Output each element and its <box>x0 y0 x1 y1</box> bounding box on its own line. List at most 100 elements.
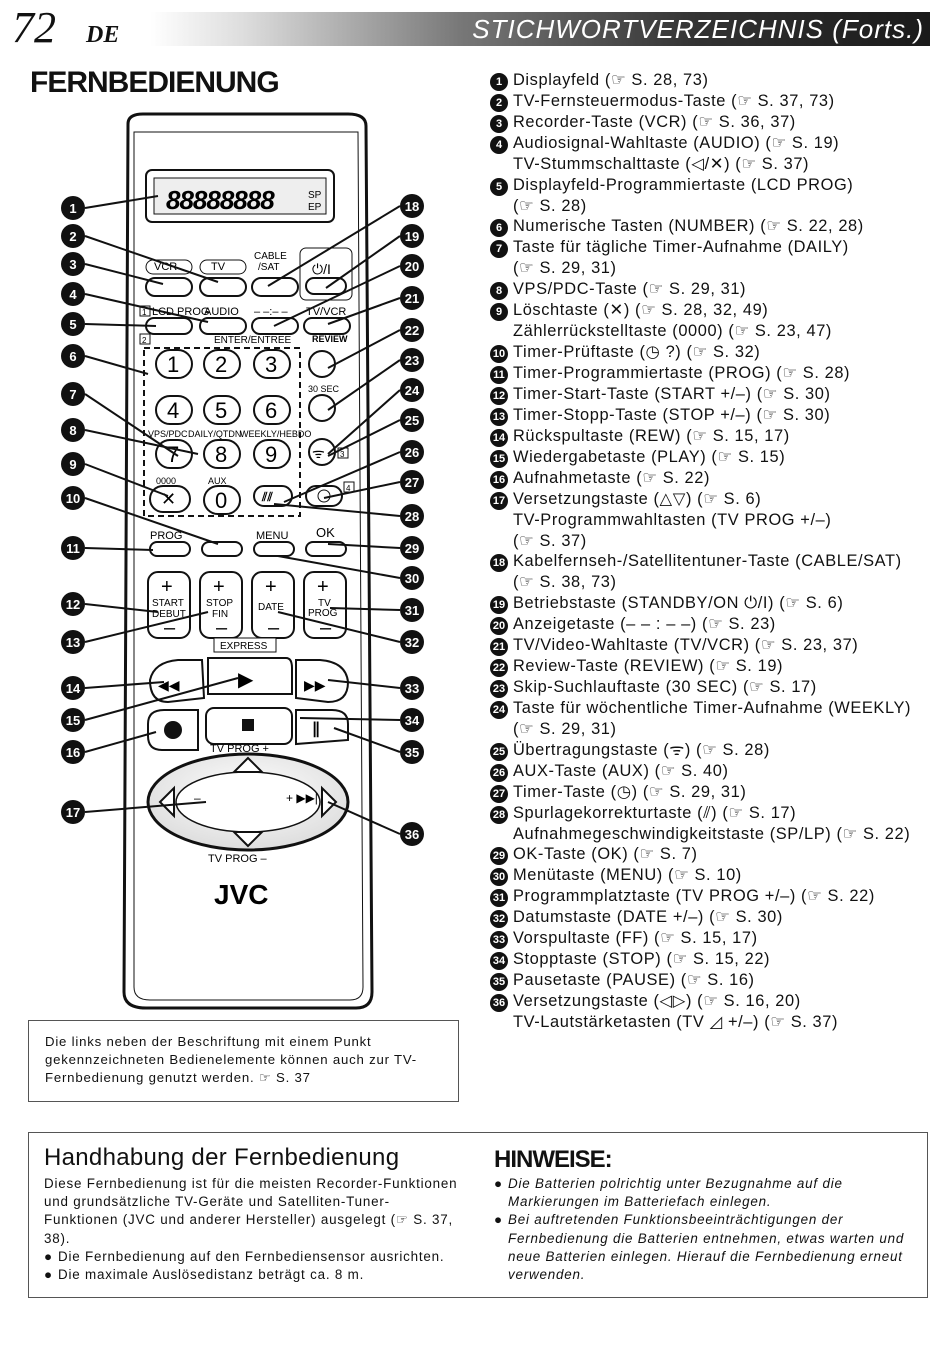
callout-badge <box>61 382 85 406</box>
number-key-5[interactable] <box>203 395 241 425</box>
callout-line <box>327 329 401 369</box>
index-number: 15 <box>490 447 513 468</box>
menu-button[interactable] <box>253 541 295 557</box>
callout-number: 16 <box>66 745 80 760</box>
index-item-continuation: (☞ S. 38, 73) <box>513 573 617 592</box>
aux-label: AUX <box>208 476 227 486</box>
callout-number: 9 <box>69 457 76 472</box>
index-text: OK-Taste (OK) (☞ S. 7) <box>513 845 698 864</box>
tv-prog-rocker[interactable]: +– TV PROG <box>303 571 347 639</box>
number-key-3[interactable] <box>253 349 291 379</box>
index-text: Displayfeld-Programmiertaste (LCD PROG) <box>513 175 854 194</box>
number-key-4[interactable] <box>155 395 193 425</box>
number-key-label: 9 <box>265 442 277 467</box>
index-text: Betriebstaste (STANDBY/ON ⏻/I) (☞ S. 6) <box>513 593 844 612</box>
down-arrow-icon[interactable] <box>231 831 265 848</box>
page-language: DE <box>86 22 120 48</box>
index-text: Stopptaste (STOP) (☞ S. 15, 22) <box>513 950 771 969</box>
callout-line <box>283 451 401 503</box>
callout-number: 21 <box>405 291 419 306</box>
callout-number: 14 <box>66 681 81 696</box>
skip-button[interactable] <box>308 394 336 422</box>
index-text: Timer-Programmiertaste (PROG) (☞ S. 28) <box>513 363 851 382</box>
tv-vcr-button[interactable] <box>303 317 351 335</box>
number-key-2[interactable] <box>203 349 241 379</box>
index-number-badge: 34 <box>490 952 508 971</box>
number-key-0[interactable] <box>203 485 241 515</box>
date-rocker[interactable]: +– DATE <box>251 571 295 639</box>
audio-button[interactable] <box>199 317 247 335</box>
timer-button[interactable] <box>305 485 343 507</box>
callout-badge <box>400 194 424 218</box>
display-digits: 88888888 <box>166 185 275 215</box>
callout-line <box>84 463 169 497</box>
index-number-badge: 5 <box>490 177 508 196</box>
callout-line <box>327 297 401 325</box>
callout-number: 20 <box>405 259 419 274</box>
callout-badge <box>400 378 424 402</box>
cable-sat-button[interactable] <box>251 277 299 297</box>
index-number: 27 <box>490 782 513 803</box>
index-number-badge: 2 <box>490 94 508 112</box>
index-number: 21 <box>490 635 513 656</box>
index-text: Versetzungstaste (△▽) (☞ S. 6) <box>513 489 762 508</box>
start-rocker[interactable]: +– START DEBUT <box>147 571 191 639</box>
index-number-badge: 1 <box>490 73 508 91</box>
review-label: REVIEW <box>312 334 348 344</box>
left-arrow-icon[interactable] <box>158 785 175 819</box>
callout-line <box>299 717 401 721</box>
index-number: 17 <box>490 489 513 510</box>
number-key-1[interactable] <box>155 349 193 379</box>
tracking-button[interactable] <box>253 485 293 507</box>
tag-2: 2 <box>142 336 147 345</box>
thirty-sec-label: 30 SEC <box>308 384 340 394</box>
tv-button[interactable] <box>199 277 247 297</box>
up-arrow-icon[interactable] <box>231 756 265 773</box>
svg-text:–: – <box>320 617 332 639</box>
index-item-continuation: Zählerrückstelltaste (0000) (☞ S. 23, 47… <box>513 322 832 341</box>
callout-number: 26 <box>405 445 419 460</box>
index-number-badge: 32 <box>490 910 508 929</box>
stop-rocker[interactable]: +– STOP FIN <box>199 571 243 639</box>
ep-label: EP <box>308 202 322 213</box>
standby-button[interactable] <box>305 277 347 295</box>
review-button[interactable] <box>308 350 336 378</box>
callout-line <box>84 497 219 545</box>
index-number-badge: 3 <box>490 115 508 133</box>
stop-icon <box>242 719 254 731</box>
callout-number: 3 <box>69 257 76 272</box>
number-key-label: 5 <box>215 398 227 423</box>
clear-icon: ✕ <box>161 489 176 509</box>
callout-line <box>267 205 401 287</box>
number-key-6[interactable] <box>253 395 291 425</box>
number-key-label: 0 <box>215 488 227 513</box>
notes-bullet: ●Die Batterien polrichtig unter Bezugnah… <box>494 1175 914 1211</box>
tv-note-box: Die links neben der Beschriftung mit ein… <box>28 1020 459 1102</box>
index-number: 9 <box>490 300 513 322</box>
number-key-9[interactable] <box>253 439 291 469</box>
index-number: 4 <box>490 133 513 154</box>
pause-button[interactable] <box>295 709 349 746</box>
prog-button[interactable] <box>149 541 191 557</box>
play-button[interactable] <box>207 657 293 695</box>
callout-line <box>84 323 157 327</box>
ok-button[interactable] <box>305 541 347 557</box>
tvprog-label-2: PROG <box>308 608 338 619</box>
page-header: 72 DE STICHWORTVERZEICHNIS (Forts.) <box>0 0 950 58</box>
timer-check-button[interactable] <box>201 541 243 557</box>
standby-label: ⏻/I <box>312 261 331 277</box>
transmit-icon: ᯤ <box>312 445 325 461</box>
number-key-label: 1 <box>167 352 179 377</box>
number-key-8[interactable] <box>203 439 241 469</box>
callout-badge <box>61 630 85 654</box>
